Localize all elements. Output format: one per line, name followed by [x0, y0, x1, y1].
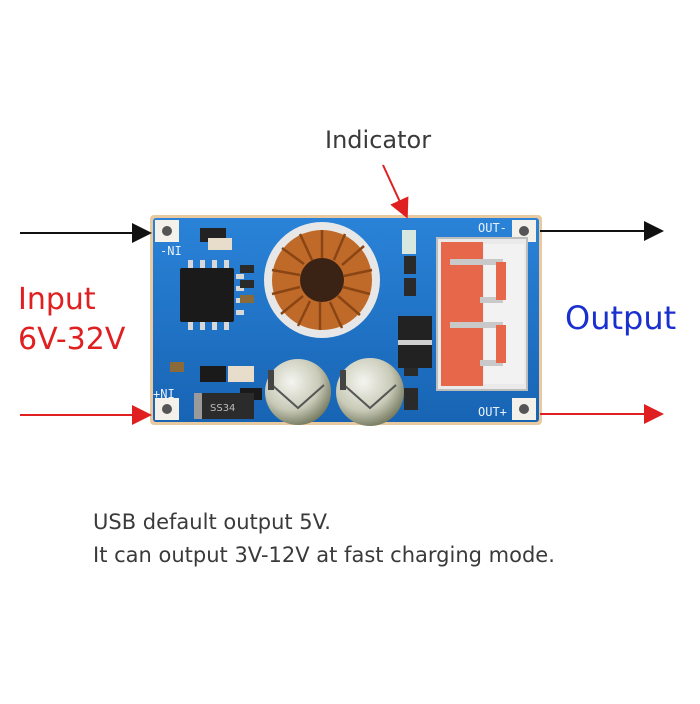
diode: SS34 [194, 393, 254, 419]
capacitor-left [265, 359, 331, 425]
svg-text:SS34: SS34 [210, 403, 235, 414]
indicator-led [402, 230, 416, 254]
output-label: Output [565, 299, 677, 337]
input-label: Input [18, 282, 96, 317]
input-voltage-label: 6V-32V [18, 322, 126, 357]
silk-in-plus: +NI [153, 387, 175, 401]
note-line-1: USB default output 5V. [93, 510, 331, 534]
mounting-pads [155, 220, 536, 420]
silk-in-minus: -NI [160, 244, 182, 258]
usb-port [436, 237, 528, 391]
capacitor-right [336, 358, 404, 426]
toroid-inductor [264, 222, 380, 338]
silk-out-minus: OUT- [478, 221, 507, 235]
ic-chip [180, 260, 244, 330]
indicator-label: Indicator [325, 126, 432, 154]
smd-components [170, 228, 418, 410]
silk-out-plus: OUT+ [478, 405, 507, 419]
indicator-arrow [382, 164, 409, 219]
note-line-2: It can output 3V-12V at fast charging mo… [93, 543, 555, 567]
